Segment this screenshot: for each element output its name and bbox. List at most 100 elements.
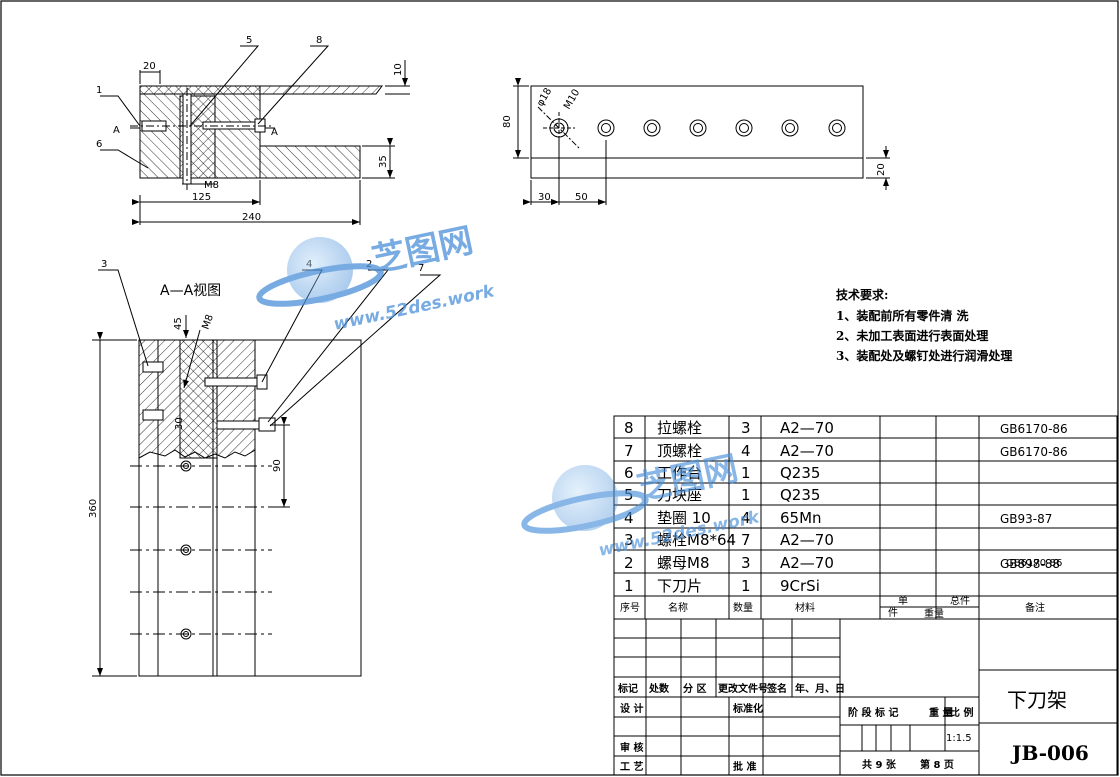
section-view-text: A—A视图 3 4 2 7 45 M8 90 360 30 [88, 259, 424, 518]
rev-label-count: 处数 [648, 682, 670, 695]
dim-10: 10 [393, 63, 404, 76]
dim-50-side: 50 [575, 192, 588, 203]
label-scale: 比 例 [950, 706, 973, 719]
parts-material-cell: A2—70 [780, 419, 834, 437]
parts-qty-cell: 4 [741, 509, 751, 527]
parts-name-cell: 下刀片 [657, 577, 702, 595]
tech-item-1: 1、装配前所有零件清 洗 [836, 308, 969, 323]
rev-label-mark: 标记 [617, 682, 638, 695]
balloon-7: 7 [418, 263, 424, 274]
parts-note-overlap: GB6170-86 [1006, 558, 1062, 569]
parts-no-cell: 7 [624, 442, 634, 460]
rev-label-zone: 分 区 [683, 682, 706, 695]
dim-80: 80 [502, 115, 513, 128]
parts-material-cell: Q235 [780, 464, 820, 482]
rev-label-sign: 签名 [766, 682, 787, 695]
bolt-holes [537, 106, 846, 150]
parts-material-cell: Q235 [780, 486, 820, 504]
dim-30-section: 30 [174, 417, 185, 430]
section-mark-left: A [113, 125, 120, 136]
parts-note-cell: GB898-88 [1000, 557, 1060, 571]
side-view [513, 78, 890, 205]
balloon-1: 1 [96, 85, 102, 96]
parts-qty-cell: 3 [741, 554, 751, 572]
watermark-top: 芝图网 www.52des.work [256, 220, 498, 335]
parts-qty-cell: 3 [741, 419, 751, 437]
dim-20-side: 20 [876, 163, 887, 176]
dim-35: 35 [378, 155, 389, 168]
work-table [259, 145, 361, 179]
dim-125: 125 [192, 192, 211, 203]
parts-no-cell: 1 [624, 577, 634, 595]
scale-value: 1:1.5 [946, 733, 972, 744]
header-material: 材料 [795, 601, 815, 614]
dim-360: 360 [88, 499, 99, 518]
label-approve: 批 准 [733, 760, 756, 773]
parts-name-cell: 刀块座 [657, 486, 702, 504]
balloon-5: 5 [246, 35, 252, 46]
parts-no-cell: 3 [624, 531, 634, 549]
parts-name-cell: 螺母M8 [657, 554, 710, 572]
drawing-name: 下刀架 [1007, 688, 1067, 712]
parts-note-cell: GB6170-86 [1000, 445, 1068, 459]
rev-label-doc: 更改文件号 [718, 682, 768, 695]
parts-no-cell: 6 [624, 464, 634, 482]
parts-qty-cell: 4 [741, 442, 751, 460]
header-name: 名称 [668, 601, 688, 614]
parts-material-cell: A2—70 [780, 442, 834, 460]
parts-name-cell: 工作台 [657, 464, 702, 482]
parts-list-header: 序号 名称 数量 材料 单 件 总件 重量 备注 [620, 594, 1045, 620]
front-view [100, 45, 410, 225]
header-weight: 重量 [924, 607, 944, 620]
section-title: A—A视图 [160, 283, 221, 299]
label-review: 审 核 [620, 741, 643, 754]
parts-qty-cell: 1 [741, 486, 751, 504]
header-unit: 单 [898, 595, 908, 607]
parts-qty-cell: 1 [741, 464, 751, 482]
front-view-text: 1 5 8 6 20 10 35 125 240 M8 A A [96, 35, 404, 223]
title-block-text: 标记 处数 分 区 更改文件号 签名 年、月、日 设 计 标准化 审 核 工 艺… [617, 682, 1089, 773]
balloon-3: 3 [101, 259, 107, 270]
balloon-6: 6 [96, 139, 102, 150]
dim-phi18: φ18 [535, 86, 554, 108]
parts-material-cell: 65Mn [780, 509, 822, 527]
blade-outline [530, 85, 864, 179]
dim-240: 240 [242, 212, 261, 223]
parts-material-cell: A2—70 [780, 531, 834, 549]
parts-name-cell: 垫圈 10 [657, 509, 711, 527]
header-piece: 件 [888, 607, 898, 619]
tech-item-3: 3、装配处及螺钉处进行润滑处理 [836, 348, 1012, 363]
header-no: 序号 [620, 601, 640, 614]
label-stage: 阶 段 标 记 [848, 706, 898, 719]
parts-material-cell: 9CrSi [780, 577, 820, 595]
dim-m8-section: M8 [200, 313, 215, 331]
label-design: 设 计 [620, 702, 643, 715]
section-view [92, 269, 442, 677]
parts-name-cell: 螺栓M8*64 [657, 531, 736, 549]
dim-20: 20 [143, 61, 156, 72]
dim-m8: M8 [204, 180, 219, 191]
parts-note-cell: GB6170-86 [1000, 422, 1068, 436]
parts-qty-cell: 1 [741, 577, 751, 595]
globe-icon [521, 465, 649, 534]
header-qty: 数量 [733, 601, 753, 614]
balloon-8: 8 [316, 35, 322, 46]
dim-30-side: 30 [538, 192, 551, 203]
drawing-number: JB-006 [1010, 741, 1089, 765]
parts-no-cell: 2 [624, 554, 634, 572]
sheet-count: 共 9 张 [862, 758, 897, 771]
globe-icon [256, 237, 384, 307]
sheet-number: 第 8 页 [920, 758, 954, 771]
header-note: 备注 [1025, 601, 1045, 614]
section-mark-right: A [271, 127, 278, 138]
dim-90: 90 [272, 459, 283, 472]
parts-no-cell: 4 [624, 509, 634, 527]
parts-name-cell: 拉螺栓 [657, 419, 702, 437]
label-weight: 重 量 [929, 706, 952, 719]
title-block [613, 618, 1118, 776]
dim-45: 45 [173, 317, 184, 330]
side-view-text: φ18 M10 80 20 30 50 [502, 86, 887, 203]
